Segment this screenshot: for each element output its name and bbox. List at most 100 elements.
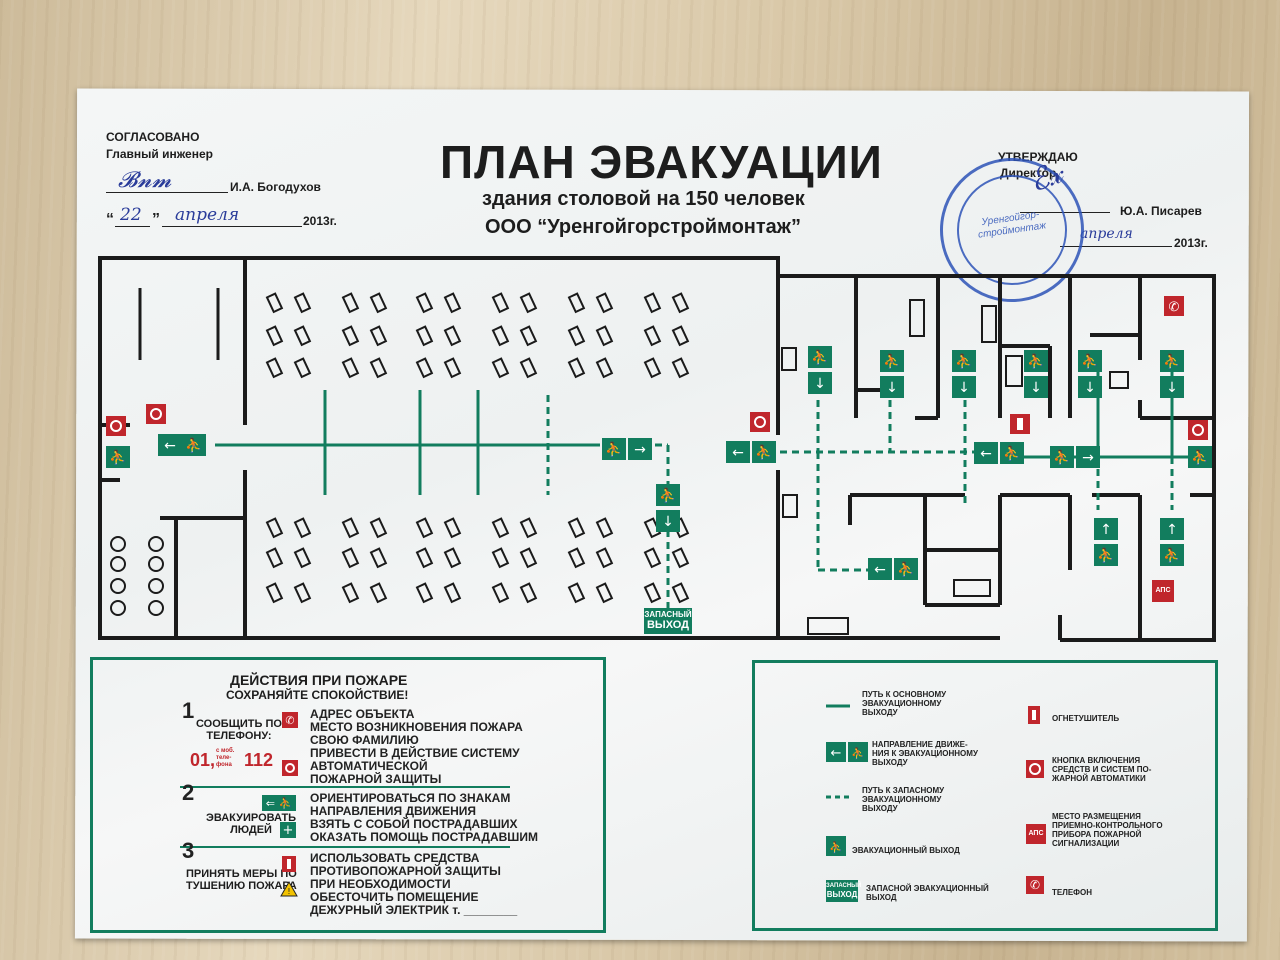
kitchen-equipment [138,288,220,360]
legend-spare-route-line: ЭВАКУАЦИОННОМУ [862,795,942,804]
legend-aps-icon: АПС [1026,824,1046,844]
exit-sign-icon: ⛹ [1160,544,1184,566]
exit-sign-icon: ⛹ [182,434,206,456]
step3-number: 3 [182,838,195,863]
direction-arrow-icon: ↓ [880,376,904,398]
exit-sign-icon: ⛹ [1050,446,1074,468]
legend-aps-line: ПРИБОРА ПОЖАРНОЙ [1052,830,1142,839]
svg-text:⛹: ⛹ [1163,352,1180,370]
dining-table [415,325,434,347]
step1-items: АДРЕС ОБЪЕКТА МЕСТО ВОЗНИКНОВЕНИЯ ПОЖАРА… [310,708,523,786]
legend-spare-icon-line1: ЗАПАСНЫЙ [826,883,862,889]
svg-text:↓: ↓ [1084,380,1096,396]
legend-button-line: СРЕДСТВ И СИСТЕМ ПО- [1052,765,1152,774]
dining-table [443,292,462,314]
step2-item: ОРИЕНТИРОВАТЬСЯ ПО ЗНАКАМ [310,791,511,805]
agreed-day: 22 [120,205,142,225]
legend-extinguisher: ОГНЕТУШИТЕЛЬ [1052,714,1120,723]
exit-sign-icon: ⛹ [656,484,680,506]
direction-legend-icon: ←⛹ [826,742,868,762]
svg-text:⛹: ⛹ [109,448,126,466]
svg-text:→: → [1082,450,1094,466]
dining-table [369,357,388,379]
exit-sign-icon: ⛹ [752,441,776,463]
fire-actions-panel [90,657,606,933]
svg-text:⛹: ⛹ [883,352,900,370]
direction-arrow-icon: ← [726,441,750,463]
dining-table [643,325,662,347]
dining-table [265,547,284,569]
svg-text:↓: ↓ [958,380,970,396]
step1-label-line1: СООБЩИТЬ ПО [196,718,282,730]
dining-table [491,517,510,539]
svg-text:⛹: ⛹ [1053,448,1070,466]
phone-icon: ✆ [1164,296,1184,316]
exit-sign-icon: ⛹ [602,438,626,460]
dining-table [567,582,586,604]
director-label: Директор [1000,166,1057,180]
spare-exit-line2: ВЫХОД [646,619,689,631]
dining-table [643,357,662,379]
agreed-quote-close: ” [152,211,160,228]
dining-table [265,357,284,379]
evac-exit-legend-icon: ⛹ [826,836,846,856]
dining-table [443,357,462,379]
step1-label: СООБЩИТЬ ПО ТЕЛЕФОНУ: [196,718,282,742]
dining-table [519,547,538,569]
extinguisher-icon [1010,414,1030,434]
svg-text:←: ← [831,746,842,761]
dining-table [265,582,284,604]
dining-table [595,292,614,314]
svg-text:⛹: ⛹ [1097,546,1114,564]
signature-line [106,192,228,193]
legend-spare-route: ПУТЬ К ЗАПАСНОМУ ЭВАКУАЦИОННОМУ ВЫХОДУ [862,786,944,813]
dining-table [567,547,586,569]
dining-table [671,582,690,604]
svg-text:←: ← [164,438,176,454]
svg-text:⛹: ⛹ [1027,352,1044,370]
director-name: Ю.А. Писарев [1120,204,1202,218]
legend-main-route-line: ВЫХОДУ [862,708,898,717]
month-line [162,226,302,227]
dining-table [567,325,586,347]
exit-sign-icon: ⛹ [1160,350,1184,372]
svg-text:↓: ↓ [886,380,898,396]
exit-sign-icon: ⛹ [952,350,976,372]
dining-table [567,292,586,314]
alarm-button-icon [146,404,166,424]
svg-text:⛹: ⛹ [605,440,622,458]
actions-subtitle: СОХРАНЯЙТЕ СПОКОЙСТВИЕ! [226,688,409,702]
dining-table [293,357,312,379]
dining-table [643,292,662,314]
dining-table [415,517,434,539]
direction-arrow-icon: ↓ [1078,376,1102,398]
dining-table [341,325,360,347]
legend-evac-exit: ЭВАКУАЦИОННЫЙ ВЫХОД [852,846,960,855]
step1-item: СВОЮ ФАМИЛИЮ [310,733,419,747]
svg-text:⛹: ⛹ [185,436,202,454]
spare-route [546,395,1174,610]
chief-engineer-label: Главный инженер [106,147,213,161]
legend-main-route: ПУТЬ К ОСНОВНОМУ ЭВАКУАЦИОННОМУ ВЫХОДУ [862,690,946,717]
step3-item: ОБЕСТОЧИТЬ ПОМЕЩЕНИЕ [310,890,479,904]
day-line [115,226,150,227]
spare-exit-line1: ЗАПАСНЫЙ [644,610,692,619]
dining-table [341,582,360,604]
step3-item: ДЕЖУРНЫЙ ЭЛЕКТРИК т. ________ [310,903,518,917]
dining-table [567,517,586,539]
svg-text:✆: ✆ [1169,300,1180,315]
dining-table [671,547,690,569]
svg-text:⛹: ⛹ [755,443,772,461]
legend-main-route-line: ПУТЬ К ОСНОВНОМУ [862,690,947,699]
step2-item: НАПРАВЛЕНИЯ ДВИЖЕНИЯ [310,804,477,818]
legend-direction-line: ВЫХОДУ [872,758,908,767]
legend-aps-line: ПРИЕМНО-КОНТРОЛЬНОГО [1052,821,1163,830]
extinguisher-icon [282,856,296,872]
legend-phone: ТЕЛЕФОН [1052,888,1092,897]
legend-direction-line: НИЯ К ЭВАКУАЦИОННОМУ [872,749,978,758]
dining-table [443,325,462,347]
svg-text:✆: ✆ [285,714,294,727]
exit-sign-icon: ⛹ [1024,350,1048,372]
